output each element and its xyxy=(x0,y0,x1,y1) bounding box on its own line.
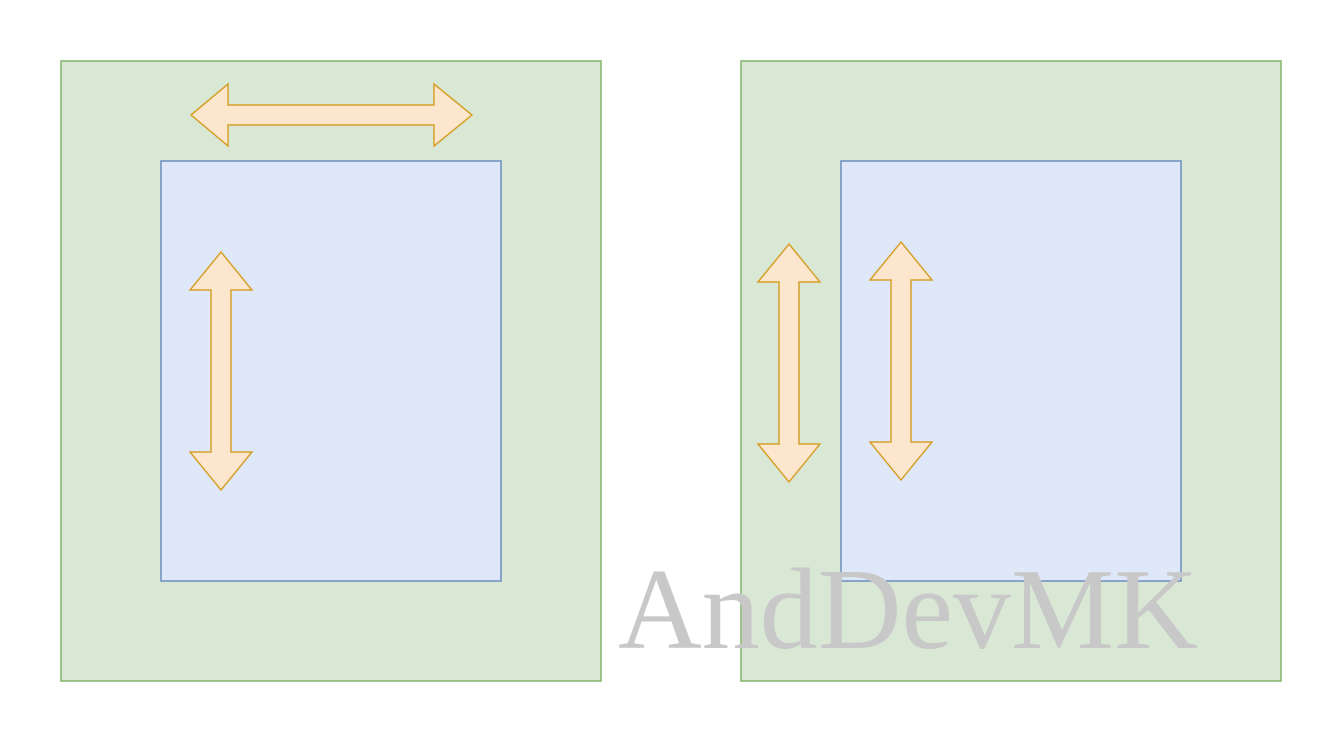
left-panel xyxy=(60,60,602,682)
horizontal-arrow-icon xyxy=(189,82,474,148)
right-panel xyxy=(740,60,1282,682)
vertical-arrow-icon xyxy=(188,250,254,492)
vertical-arrow-icon xyxy=(868,240,934,482)
vertical-arrow-icon xyxy=(756,242,822,484)
